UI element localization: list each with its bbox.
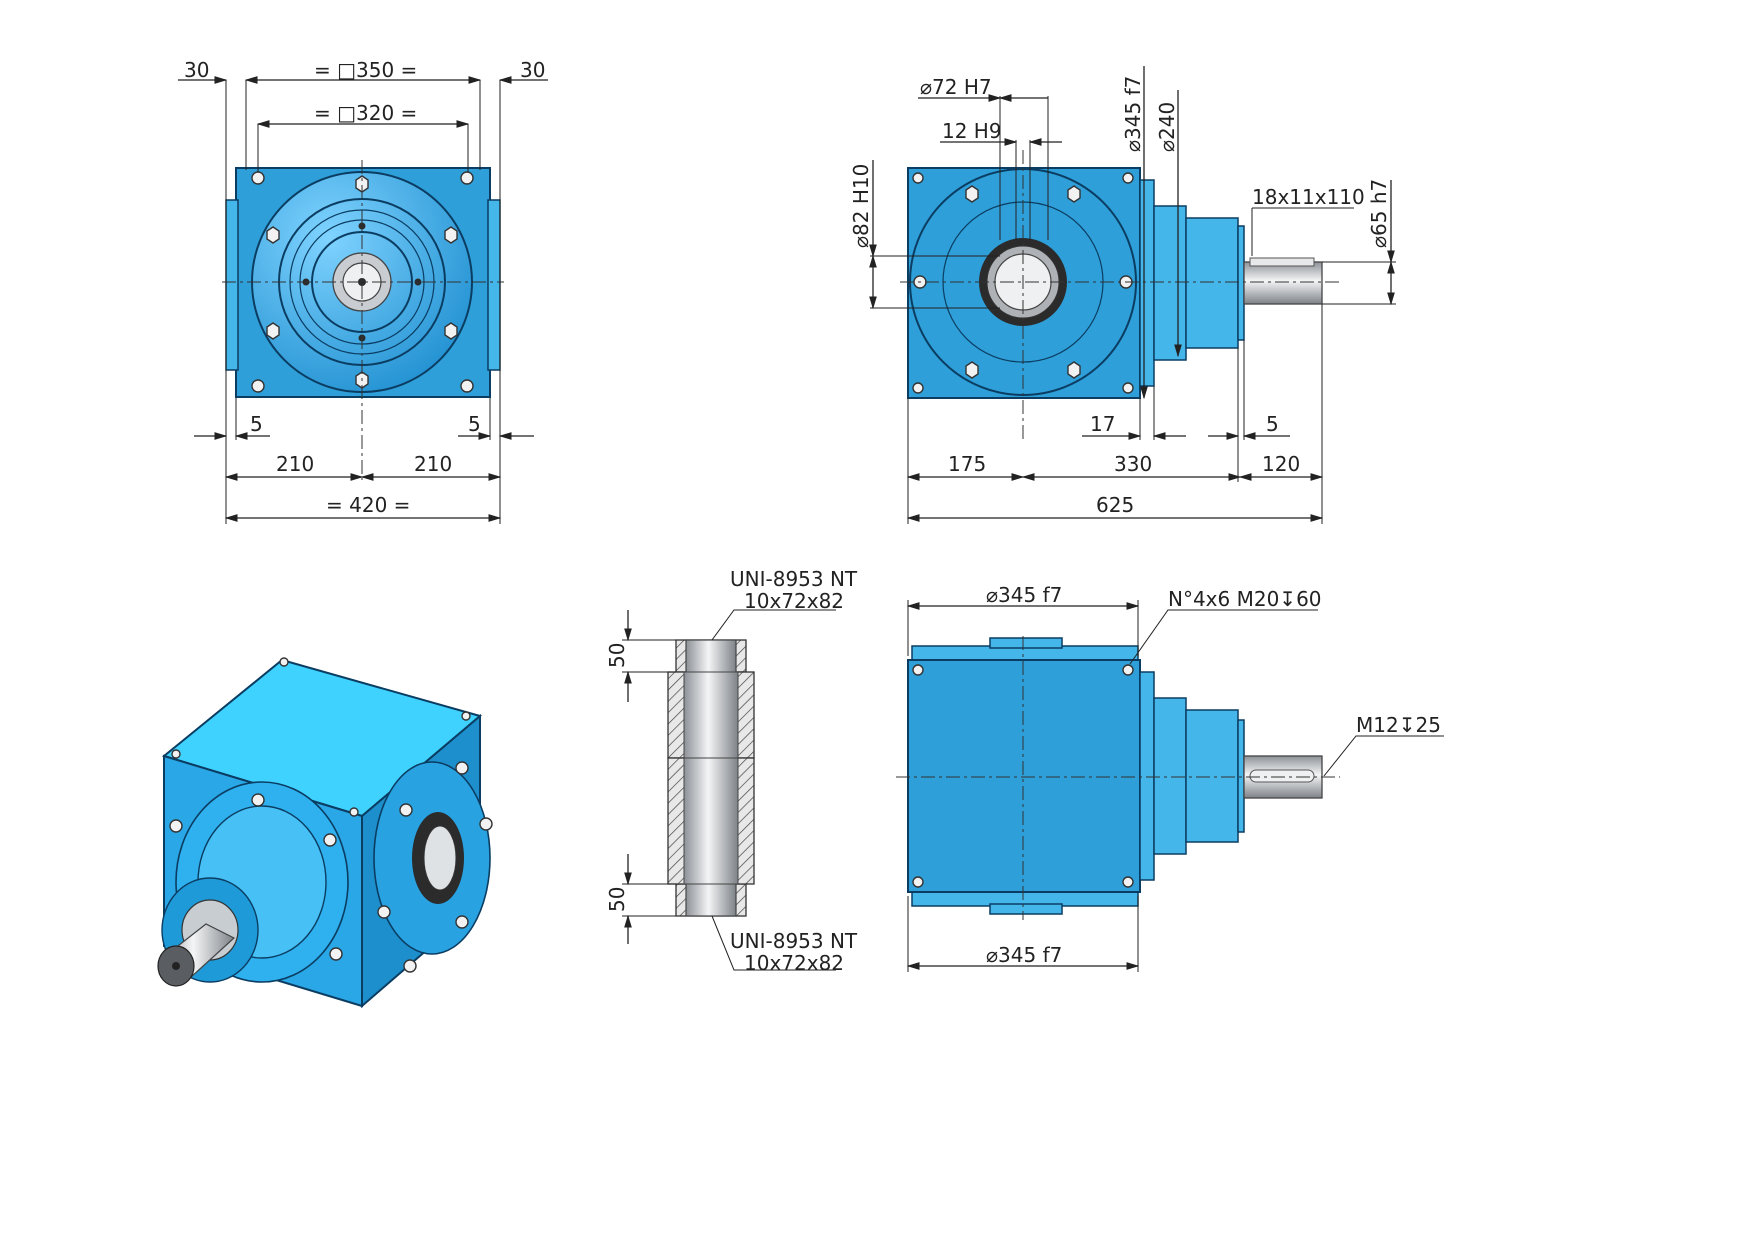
side-view: ⌀72 H7 12 H9 ⌀345 f7 ⌀240 ⌀82 H10 18x11x…	[849, 66, 1396, 524]
side-dim-pilot: ⌀240	[1155, 102, 1179, 152]
side-dim-bore: ⌀72 H7	[920, 75, 992, 99]
side-dim-spigot: ⌀345 f7	[1121, 76, 1145, 152]
front-dim-gap-right: 5	[468, 412, 481, 436]
side-dim-gap: 5	[1266, 412, 1279, 436]
shaft-spline-bottom-line2: 10x72x82	[744, 951, 844, 975]
top-dim-shaft-thread: M12↧25	[1356, 713, 1441, 737]
front-dim-half-left: 210	[276, 452, 314, 476]
top-view: ⌀345 f7 N°4x6 M20↧60 M12↧25 ⌀345 f7	[896, 583, 1444, 972]
top-dim-bottom: ⌀345 f7	[986, 943, 1062, 967]
top-dim-holes: N°4x6 M20↧60	[1168, 587, 1322, 611]
isometric-view	[157, 657, 493, 1009]
side-dim-hub: ⌀82 H10	[849, 164, 873, 248]
side-dim-175: 175	[948, 452, 986, 476]
side-dim-625: 625	[1096, 493, 1134, 517]
front-dim-square-350: = □350 =	[314, 58, 417, 82]
shaft-spline-top-line2: 10x72x82	[744, 589, 844, 613]
top-dim-top: ⌀345 f7	[986, 583, 1062, 607]
front-dim-total: = 420 =	[326, 493, 410, 517]
side-dim-120: 120	[1262, 452, 1300, 476]
hollow-shaft-section: UNI-8953 NT 10x72x82 50 50 UNI-8953 NT 1…	[605, 567, 858, 975]
front-dim-square-320: = □320 =	[314, 101, 417, 125]
side-dim-key: 12 H9	[942, 119, 1002, 143]
front-dim-gap-left: 5	[250, 412, 263, 436]
shaft-spline-top-line1: UNI-8953 NT	[730, 567, 858, 591]
front-view: 30 = □350 = 30 = □320 = 5 5 210 210 = 42…	[178, 58, 548, 524]
shaft-dim-top: 50	[605, 643, 629, 668]
front-dim-half-right: 210	[414, 452, 452, 476]
side-dim-shaft: ⌀65 h7	[1367, 179, 1391, 248]
front-dim-flange-left: 30	[184, 58, 209, 82]
shaft-spline-bottom-line1: UNI-8953 NT	[730, 929, 858, 953]
shaft-dim-bottom: 50	[605, 887, 629, 912]
side-dim-shaft-key: 18x11x110	[1252, 185, 1365, 209]
side-dim-offset: 17	[1090, 412, 1115, 436]
side-dim-330: 330	[1114, 452, 1152, 476]
front-dim-flange-right: 30	[520, 58, 545, 82]
